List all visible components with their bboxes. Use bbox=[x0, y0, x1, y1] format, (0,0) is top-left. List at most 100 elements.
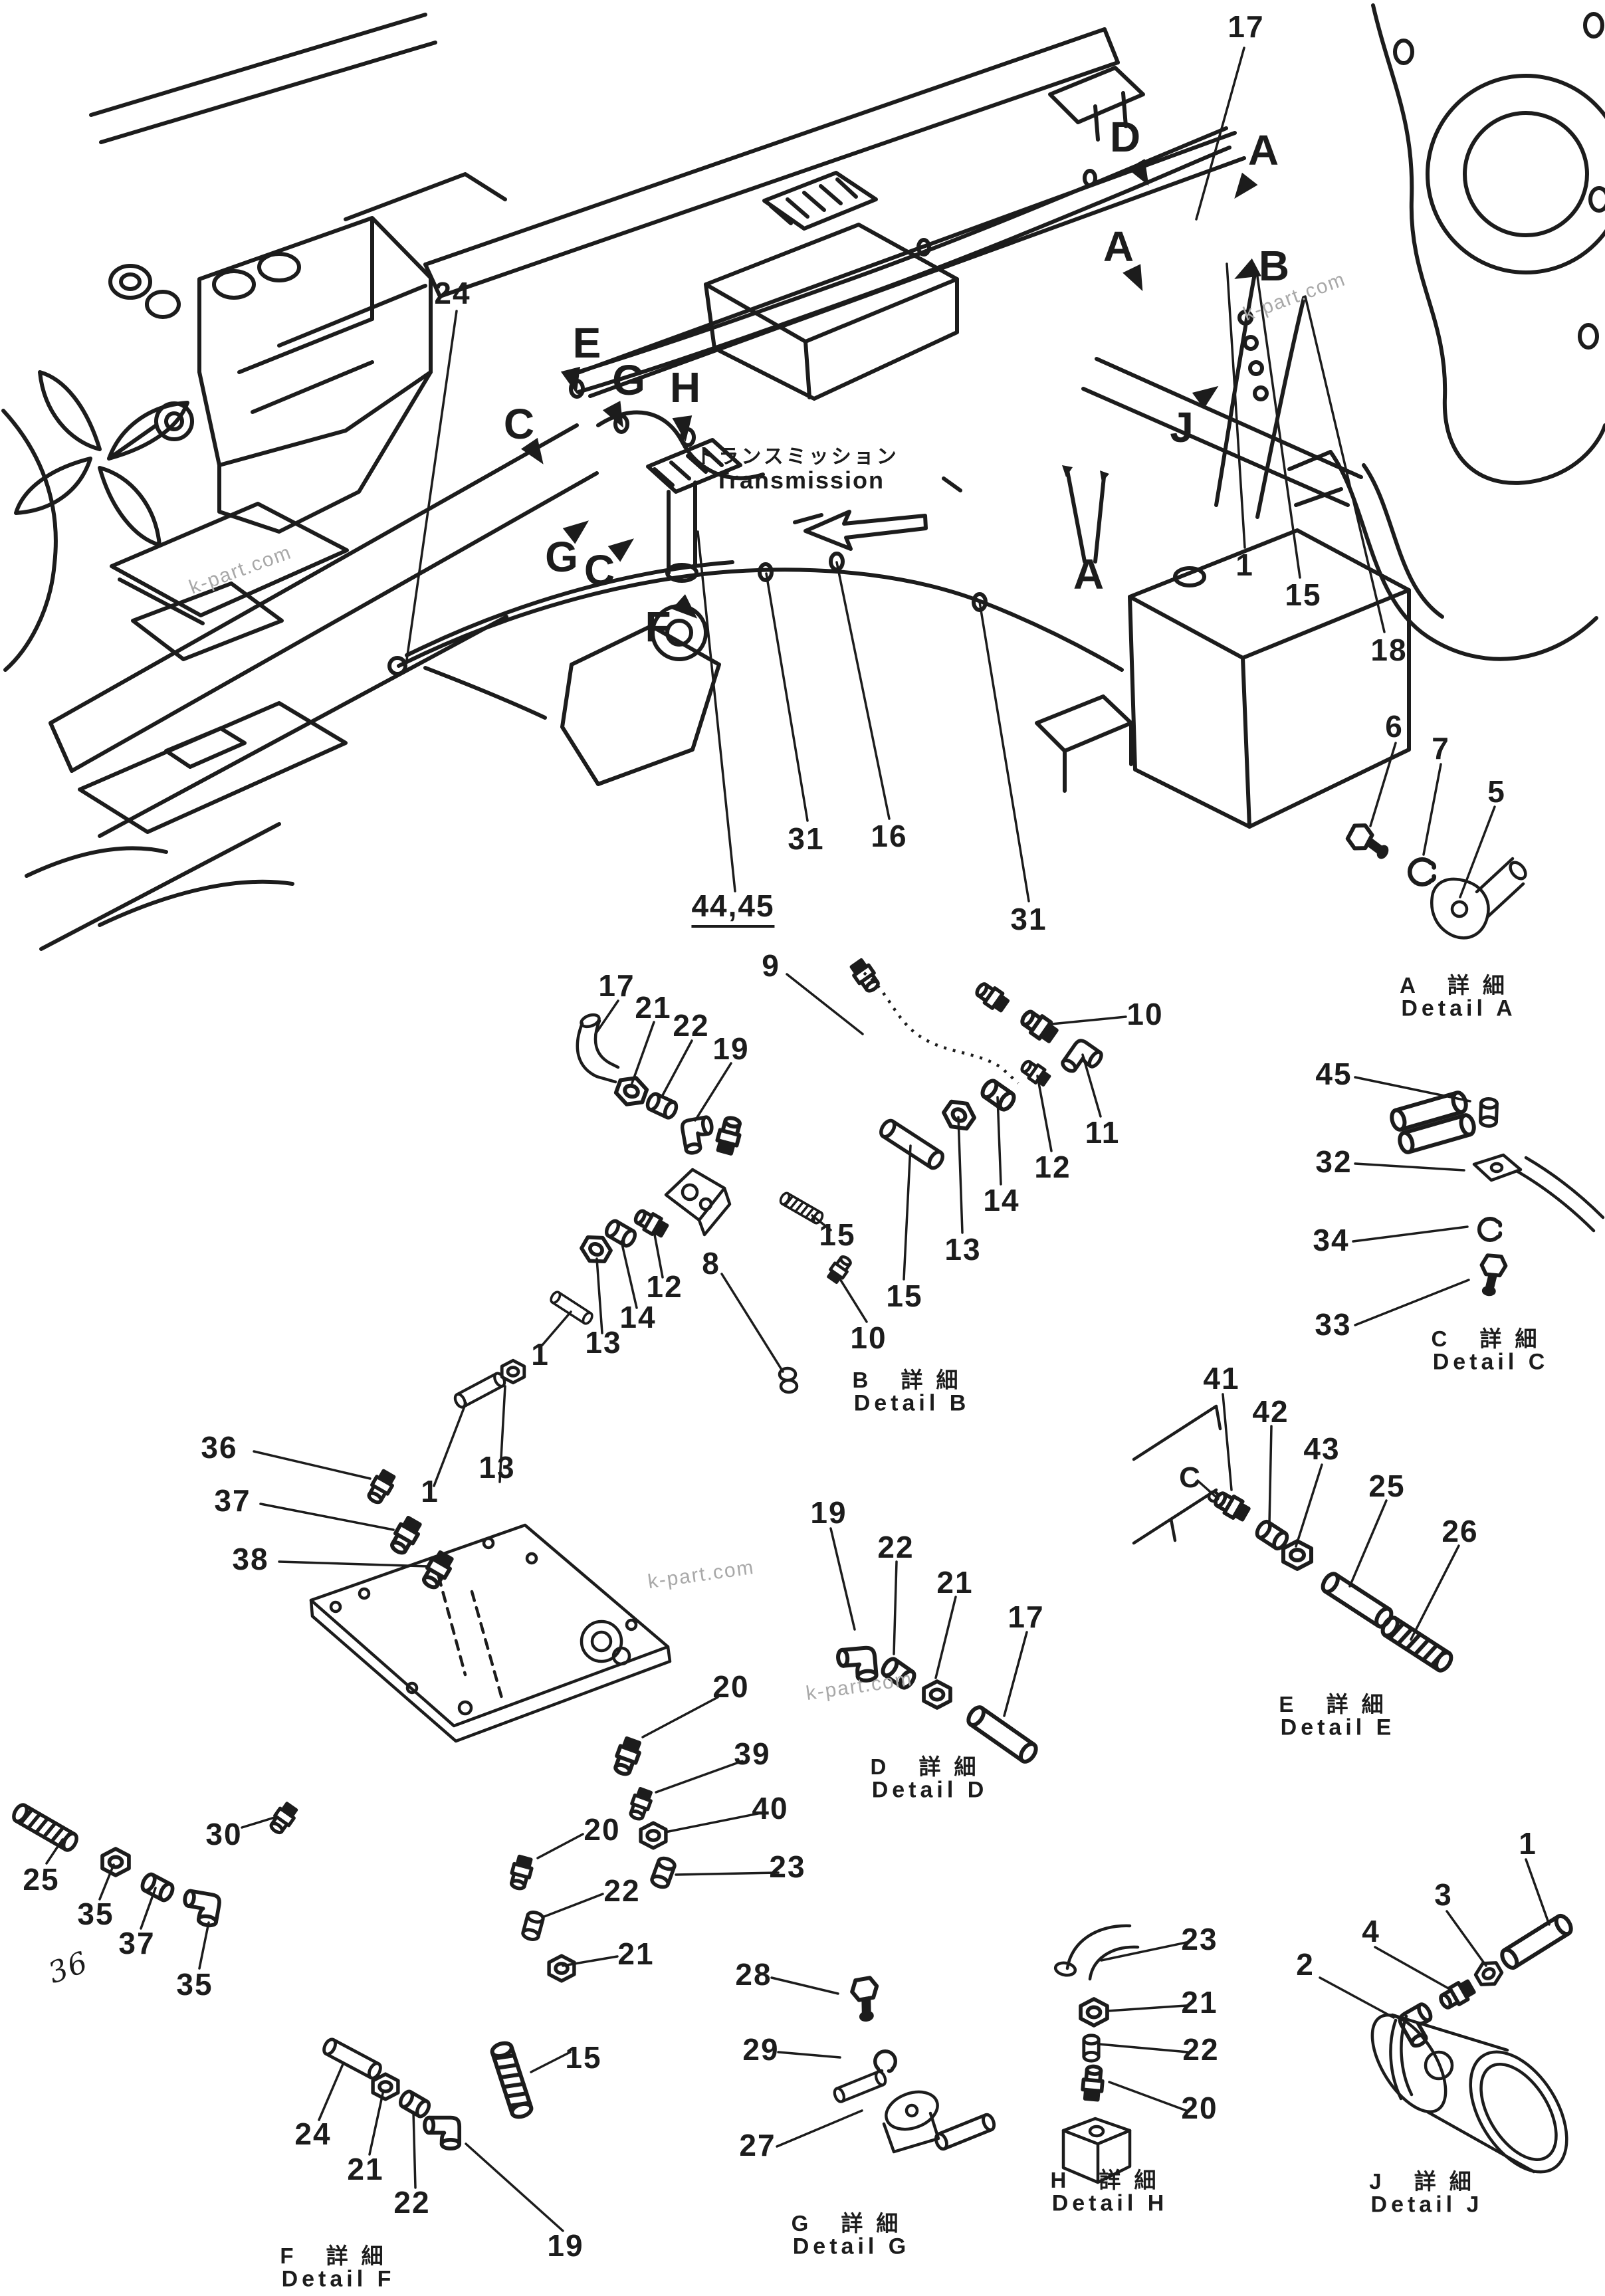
detail-title-jp-J: J 詳細 bbox=[1369, 2169, 1485, 2194]
part-callout-1: 1 bbox=[1519, 1826, 1537, 1861]
part-callout-34: 34 bbox=[1313, 1223, 1350, 1257]
location-marker-J: J bbox=[1170, 403, 1194, 451]
leader-lines bbox=[45, 47, 1551, 2232]
part-callout-36: 36 bbox=[201, 1430, 238, 1465]
detail-title-jp-B: B 詳細 bbox=[852, 1368, 972, 1392]
part-callout-33: 33 bbox=[1315, 1307, 1352, 1342]
part-callout-13: 13 bbox=[944, 1232, 982, 1267]
part-callout-19: 19 bbox=[810, 1495, 847, 1530]
part-callout-32: 32 bbox=[1315, 1144, 1352, 1179]
part-callout-37: 37 bbox=[214, 1483, 251, 1518]
part-callout-20: 20 bbox=[712, 1669, 750, 1704]
part-callout-17: 17 bbox=[1228, 9, 1265, 44]
part-callout-17: 17 bbox=[1008, 1600, 1045, 1634]
location-marker-B: B bbox=[1258, 242, 1290, 290]
part-callout-40: 40 bbox=[752, 1791, 789, 1826]
part-callout-10: 10 bbox=[850, 1320, 887, 1355]
location-marker-A: A bbox=[1247, 126, 1279, 174]
detail-title-en-D: Detail D bbox=[871, 1777, 988, 1803]
part-callout-27: 27 bbox=[739, 2128, 776, 2162]
part-callout-29: 29 bbox=[742, 2032, 780, 2067]
part-callout-12: 12 bbox=[646, 1269, 683, 1304]
pipes bbox=[387, 126, 1306, 720]
part-callout-22: 22 bbox=[393, 2185, 431, 2220]
part-callout-22: 22 bbox=[877, 1530, 914, 1564]
detail-a-parts bbox=[1345, 821, 1527, 940]
detail-title-en-B: Detail B bbox=[853, 1390, 970, 1416]
detail-title-jp-D: D 詳細 bbox=[870, 1754, 990, 1779]
transmission-housing bbox=[1287, 3, 1605, 661]
detail-title-jp-G: G 詳細 bbox=[791, 2211, 912, 2236]
part-callout-21: 21 bbox=[1181, 1985, 1218, 2020]
part-callout-20: 20 bbox=[584, 1812, 621, 1847]
part-callout-23: 23 bbox=[1181, 1922, 1218, 1956]
part-callout-25: 25 bbox=[23, 1862, 60, 1897]
part-callout-9: 9 bbox=[762, 948, 780, 983]
detail-title-jp-C: C 詳細 bbox=[1431, 1326, 1551, 1351]
detail-title-jp-E: E 詳細 bbox=[1279, 1692, 1397, 1717]
part-callout-19: 19 bbox=[547, 2228, 584, 2263]
location-marker-G: G bbox=[612, 356, 645, 404]
location-marker-G: G bbox=[545, 533, 578, 581]
part-callout-15: 15 bbox=[1285, 577, 1322, 612]
part-callout-24: 24 bbox=[294, 2117, 332, 2151]
part-callout-22: 22 bbox=[673, 1008, 710, 1043]
detail-title-en-A: Detail A bbox=[1401, 995, 1517, 1021]
part-callout-14: 14 bbox=[983, 1183, 1020, 1217]
part-callout-18: 18 bbox=[1370, 633, 1408, 667]
part-callout-44,45: 44,45 bbox=[691, 888, 775, 928]
part-callout-15: 15 bbox=[819, 1217, 856, 1252]
detail-b-parts bbox=[548, 958, 1103, 1394]
transmission-center bbox=[560, 66, 1145, 786]
detail-g-parts bbox=[833, 1977, 996, 2154]
part-callout-23: 23 bbox=[769, 1849, 806, 1884]
part-callout-14: 14 bbox=[619, 1300, 657, 1334]
part-callout-35: 35 bbox=[176, 1967, 213, 2002]
transmission-label-en: Transmission bbox=[714, 467, 885, 494]
part-callout-42: 42 bbox=[1252, 1394, 1289, 1429]
engine bbox=[14, 216, 433, 547]
part-callout-19: 19 bbox=[712, 1031, 750, 1066]
location-arrow-H bbox=[672, 415, 696, 443]
part-callout-2: 2 bbox=[1296, 1947, 1315, 1982]
part-callout-41: 41 bbox=[1203, 1361, 1240, 1396]
detail-f-parts bbox=[322, 2037, 533, 2148]
location-marker-F: F bbox=[645, 603, 671, 651]
detail-title-jp-F: F 詳細 bbox=[280, 2244, 397, 2268]
detail-j-parts bbox=[1370, 1913, 1587, 2174]
transmission-label-jp: トランスミッション bbox=[696, 446, 899, 468]
part-callout-35: 35 bbox=[77, 1897, 114, 1931]
part-callout-21: 21 bbox=[617, 1936, 655, 1971]
part-callout-6: 6 bbox=[1385, 709, 1404, 744]
part-callout-15: 15 bbox=[565, 2040, 602, 2075]
part-callout-1: 1 bbox=[1235, 548, 1254, 582]
part-callout-8: 8 bbox=[702, 1246, 720, 1281]
location-marker-E: E bbox=[572, 319, 601, 367]
location-marker-A: A bbox=[1103, 223, 1134, 270]
part-callout-21: 21 bbox=[347, 2152, 384, 2186]
part-callout-25: 25 bbox=[1368, 1469, 1406, 1503]
part-callout-C: C bbox=[1179, 1461, 1202, 1494]
part-callout-4: 4 bbox=[1362, 1914, 1380, 1948]
location-marker-D: D bbox=[1109, 113, 1141, 161]
part-callout-45: 45 bbox=[1315, 1057, 1352, 1091]
location-marker-C: C bbox=[584, 546, 615, 594]
part-callout-3: 3 bbox=[1434, 1877, 1453, 1912]
part-callout-11: 11 bbox=[1085, 1115, 1121, 1150]
detail-title-en-E: Detail E bbox=[1280, 1715, 1396, 1740]
part-callout-12: 12 bbox=[1034, 1150, 1071, 1184]
body-panels bbox=[1, 409, 349, 927]
part-callout-15: 15 bbox=[886, 1279, 923, 1313]
part-callout-10: 10 bbox=[1126, 997, 1164, 1031]
part-callout-37: 37 bbox=[118, 1926, 156, 1960]
part-callout-5: 5 bbox=[1487, 774, 1506, 809]
detail-title-en-G: Detail G bbox=[792, 2234, 910, 2259]
detail-title-en-F: Detail F bbox=[281, 2266, 395, 2292]
part-callout-28: 28 bbox=[735, 1957, 772, 1992]
detail-c-parts bbox=[1390, 1091, 1605, 1295]
detail-title-jp-H: H 詳細 bbox=[1050, 2168, 1170, 2192]
part-callout-30: 30 bbox=[205, 1817, 243, 1851]
detail-e-parts bbox=[1132, 1404, 1454, 1673]
